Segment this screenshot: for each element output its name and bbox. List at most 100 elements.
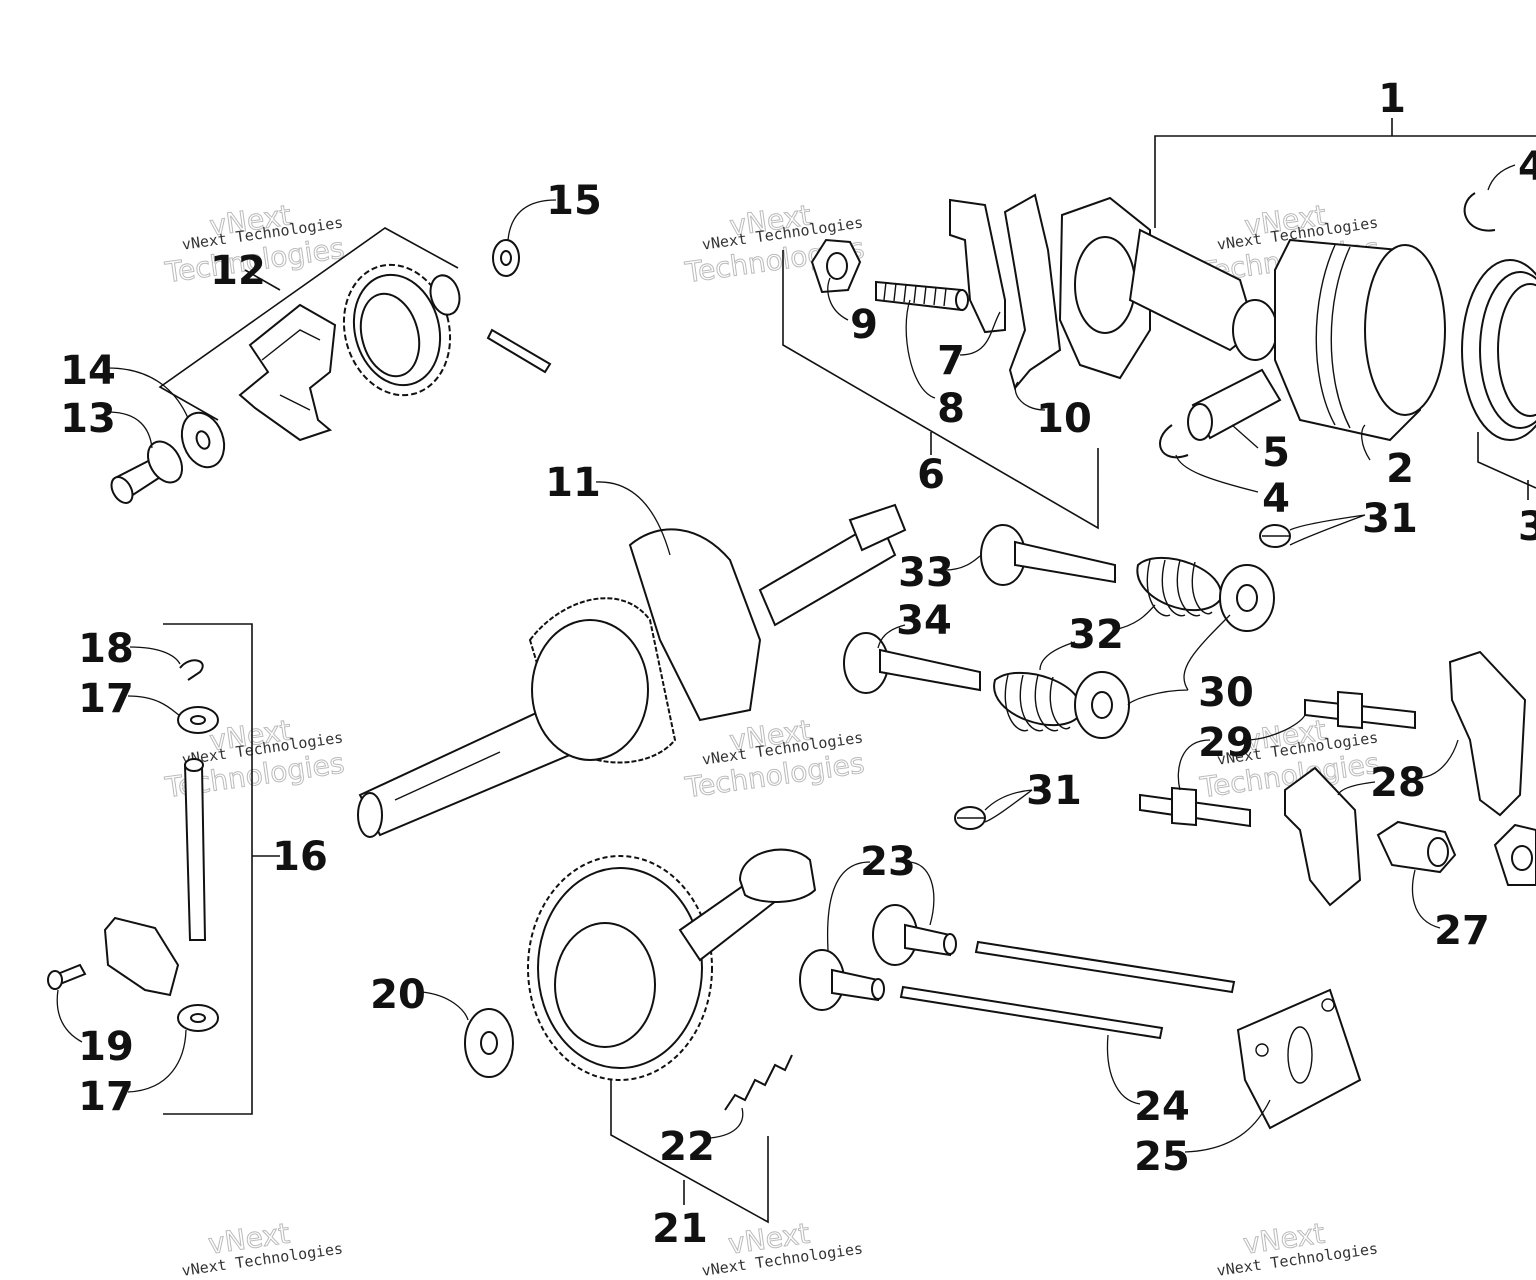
shoulder-pin: [110, 440, 184, 504]
leader-23: [826, 861, 935, 951]
leader-4a: [1487, 164, 1516, 191]
leader-29: [1177, 714, 1306, 791]
watermark: vNext vNext Technologies Technologies: [682, 713, 867, 805]
callout-7: 7: [937, 338, 965, 384]
crankshaft-11: [357, 503, 907, 838]
hairpin-clip-18: [179, 659, 204, 681]
valve-spring-32: [993, 671, 1082, 732]
callout-18: 18: [78, 626, 134, 672]
leader-25: [1184, 1099, 1271, 1153]
bracket-16: [163, 623, 253, 1115]
leader-30: [1127, 614, 1231, 706]
callout-10: 10: [1036, 396, 1092, 442]
callout-19: 19: [78, 1024, 134, 1070]
keeper-31: [1259, 524, 1291, 548]
callout-23: 23: [860, 839, 916, 885]
callout-32: 32: [1068, 612, 1124, 658]
callout-22: 22: [659, 1124, 715, 1170]
watermark: vNext vNext Technologies: [1216, 1216, 1379, 1280]
circlip-4: [1159, 424, 1189, 459]
callout-9: 9: [850, 302, 878, 348]
watermark: vNext vNext Technologies: [701, 1216, 864, 1280]
piston-2: [1274, 238, 1446, 442]
leader-31b: [984, 789, 1033, 823]
valve-33: [980, 524, 1116, 586]
guide-plate-25: [1236, 988, 1362, 1130]
leader-5: [1231, 424, 1259, 449]
leader-18: [129, 646, 181, 665]
leader-9: [827, 277, 849, 321]
stud-29: [1139, 786, 1251, 828]
callout-16: 16: [272, 834, 328, 880]
leader-27: [1411, 869, 1441, 929]
screw-19: [47, 963, 87, 990]
group-brackets: [158, 118, 1536, 1224]
governor-flyweight: [238, 303, 337, 442]
leader-19: [56, 989, 83, 1043]
bracket-3: [1477, 432, 1536, 489]
parts: [47, 192, 1536, 1130]
callout-31: 31: [1026, 768, 1082, 814]
bracket-12-stem: [244, 269, 281, 291]
callout-28: 28: [1370, 760, 1426, 806]
watermark: vNext vNext Technologies: [181, 1216, 344, 1280]
washer-17: [177, 706, 219, 734]
leader-34: [877, 624, 906, 649]
callout-14: 14: [60, 348, 116, 394]
washer-17: [177, 1004, 219, 1032]
rocker-arm-28: [1448, 650, 1527, 817]
leader-24: [1106, 1034, 1141, 1105]
leader-lines: [56, 164, 1516, 1153]
governor-gear: [342, 263, 461, 397]
camshaft-21: [527, 848, 817, 1081]
leader-28: [1337, 739, 1459, 796]
bracket-12: [158, 227, 459, 421]
retainer-30: [1219, 564, 1275, 632]
leader-22: [709, 1107, 744, 1139]
callout-24: 24: [1134, 1084, 1190, 1130]
callout-12: 12: [210, 248, 266, 294]
leader-32: [1039, 604, 1156, 671]
leader-10: [1014, 381, 1046, 411]
tappet-23: [799, 949, 885, 1011]
governor-pin: [486, 328, 552, 374]
callout-labels: 1 2 3 4 4 5 6 7 8 9 10 11 12 13 14 15 16…: [60, 76, 1536, 1252]
leader-17a: [127, 695, 181, 717]
governor-plate: [103, 916, 180, 997]
nut-27b: [1493, 823, 1536, 886]
callout-11: 11: [545, 460, 601, 506]
leader-15: [507, 199, 557, 241]
washer-15: [492, 239, 520, 277]
callout-17: 17: [78, 1074, 134, 1120]
piston-rings-3: [1461, 259, 1536, 441]
leader-4b: [1175, 454, 1259, 493]
lock-plate-7: [949, 198, 1006, 334]
callout-21: 21: [652, 1206, 708, 1252]
dipper-10: [1003, 193, 1062, 391]
circlip-4: [1463, 192, 1496, 232]
pivot-nut-27: [1376, 820, 1457, 874]
thrust-washer-20: [464, 1008, 514, 1078]
leader-13: [107, 411, 153, 449]
valve-spring-32: [1136, 556, 1222, 617]
callout-31: 31: [1362, 496, 1418, 542]
callout-4: 4: [1262, 476, 1290, 522]
leader-7: [959, 311, 1001, 356]
bolt-8: [875, 280, 969, 312]
push-rod-24: [974, 940, 1236, 994]
leader-17b: [127, 1029, 187, 1093]
callout-27: 27: [1434, 908, 1490, 954]
leader-20: [421, 991, 469, 1021]
callout-15: 15: [546, 178, 602, 224]
callout-34: 34: [896, 598, 952, 644]
bracket-21: [610, 1078, 769, 1224]
callout-29: 29: [1198, 720, 1254, 766]
wrist-pin-5: [1187, 368, 1282, 441]
connecting-rod: [1058, 196, 1278, 380]
callout-1: 1: [1378, 76, 1406, 122]
callout-33: 33: [898, 550, 954, 596]
callout-4: 4: [1518, 144, 1536, 190]
callout-20: 20: [370, 972, 426, 1018]
callout-5: 5: [1262, 430, 1290, 476]
